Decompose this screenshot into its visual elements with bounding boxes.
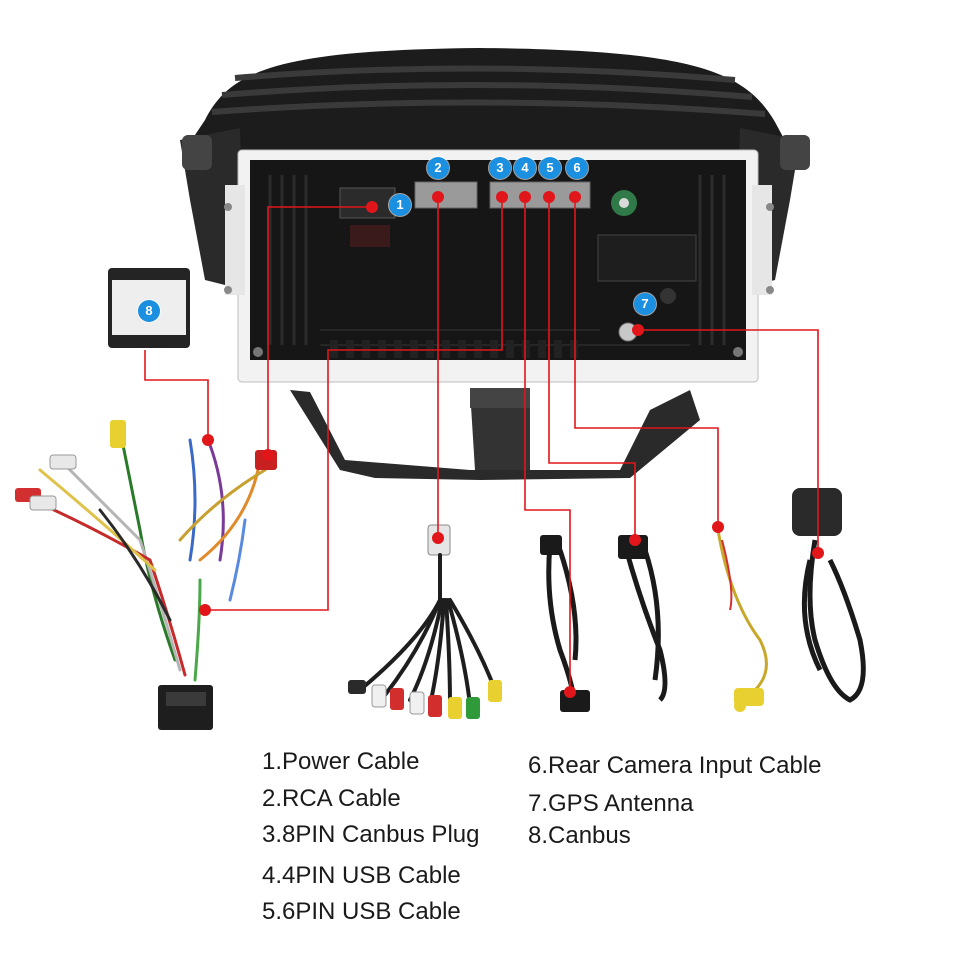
badge-3: 3: [489, 157, 511, 179]
badge-7: 7: [634, 293, 656, 315]
badge-5: 5: [539, 157, 561, 179]
legend-item-canbus: 8.Canbus: [528, 822, 631, 849]
head-unit-back-icon: [180, 48, 810, 383]
leader-line-5: [548, 197, 636, 538]
legend-item-power-cable: 1.Power Cable: [262, 748, 420, 775]
leader-line-7: [638, 329, 819, 553]
rear-camera-cable-icon: [716, 529, 768, 712]
mount-bracket-icon: [290, 388, 700, 480]
leader-line-8: [144, 350, 209, 440]
leader-line-4: [524, 197, 571, 692]
leader-lines: [144, 197, 819, 692]
rca-cable-icon: [348, 524, 502, 719]
legend-item-gps-antenna: 7.GPS Antenna: [528, 790, 694, 817]
badge-4: 4: [514, 157, 536, 179]
leader-line-3: [205, 197, 503, 611]
legend-item-6pin-usb: 5.6PIN USB Cable: [262, 898, 461, 925]
legend-item-canbus-plug: 3.8PIN Canbus Plug: [262, 821, 480, 848]
badge-8: 8: [138, 300, 160, 322]
badge-1: 1: [389, 194, 411, 216]
usb-cable-6pin-icon: [618, 535, 668, 702]
usb-cable-icon: [540, 535, 590, 712]
gps-antenna-icon: [792, 488, 866, 703]
badge-6: 6: [566, 157, 588, 179]
leader-line-6: [574, 197, 719, 527]
legend-item-rear-camera: 6.Rear Camera Input Cable: [528, 752, 822, 779]
legend-item-rca-cable: 2.RCA Cable: [262, 785, 401, 812]
leader-dots: [199, 191, 824, 698]
badge-2: 2: [427, 157, 449, 179]
power-harness-icon: [15, 420, 277, 730]
leader-line-1: [267, 206, 372, 455]
legend-item-4pin-usb: 4.4PIN USB Cable: [262, 862, 461, 889]
